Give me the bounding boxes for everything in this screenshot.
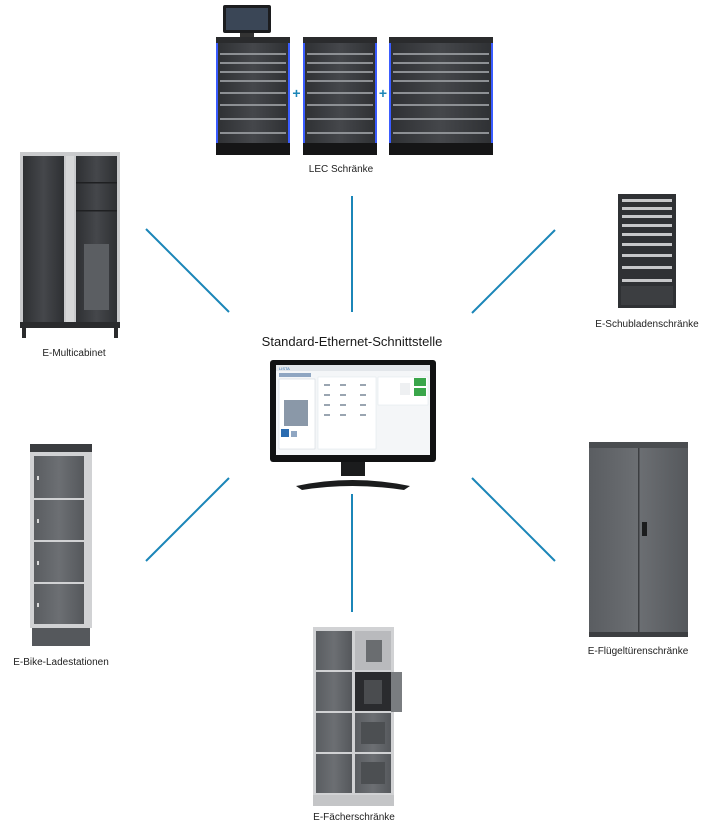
lec-cabinet-3 <box>389 37 493 155</box>
lec-plus-2: + <box>379 85 387 101</box>
bike-illustration <box>30 444 92 646</box>
connector-bike <box>145 477 230 562</box>
center-title: Standard-Ethernet-Schnittstelle <box>261 334 443 349</box>
bike-label: E-Bike-Ladestationen <box>13 657 109 668</box>
lec-cabinets: + + <box>216 5 493 155</box>
faecher-label: E-Fächerschränke <box>313 812 395 823</box>
faecher-illustration <box>313 627 402 806</box>
connector-schubladen <box>471 229 556 314</box>
multicabinet-label: E-Multicabinet <box>42 348 106 359</box>
lec-monitor <box>223 5 271 37</box>
schubladen-illustration <box>618 194 676 308</box>
screen-logo: LISTA <box>279 366 290 371</box>
connector-multicabinet <box>145 228 230 313</box>
fluegel-label: E-Flügeltürenschränke <box>587 646 689 657</box>
connector-fluegel <box>471 477 556 562</box>
lec-plus-1: + <box>292 85 300 101</box>
multicabinet-illustration <box>20 152 120 338</box>
lec-cabinet-1 <box>216 37 290 155</box>
central-monitor: LISTA <box>270 360 436 490</box>
lec-cabinet-2 <box>303 37 377 155</box>
schubladen-label: E-Schubladenschränke <box>595 319 699 330</box>
lec-label: LEC Schränke <box>308 164 374 175</box>
fluegel-illustration <box>589 442 688 637</box>
connector-lines <box>145 196 556 612</box>
